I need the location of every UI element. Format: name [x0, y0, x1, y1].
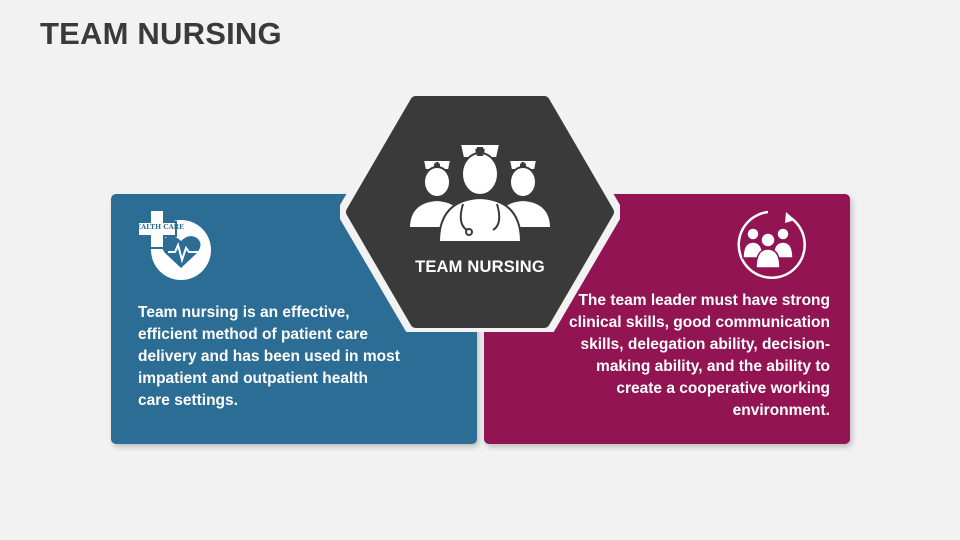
left-card-text: Team nursing is an effective, efficient … — [138, 304, 400, 409]
health-care-icon: HEALTH CARE — [138, 209, 211, 280]
health-care-icon-text: HEALTH CARE — [138, 223, 184, 231]
team-cycle-icon — [737, 210, 806, 280]
right-card-text: The team leader must have strong clinica… — [569, 292, 830, 419]
center-label: TEAM NURSING — [415, 258, 545, 276]
slide-title: TEAM NURSING — [40, 16, 282, 51]
nurses-team-icon — [407, 143, 553, 243]
